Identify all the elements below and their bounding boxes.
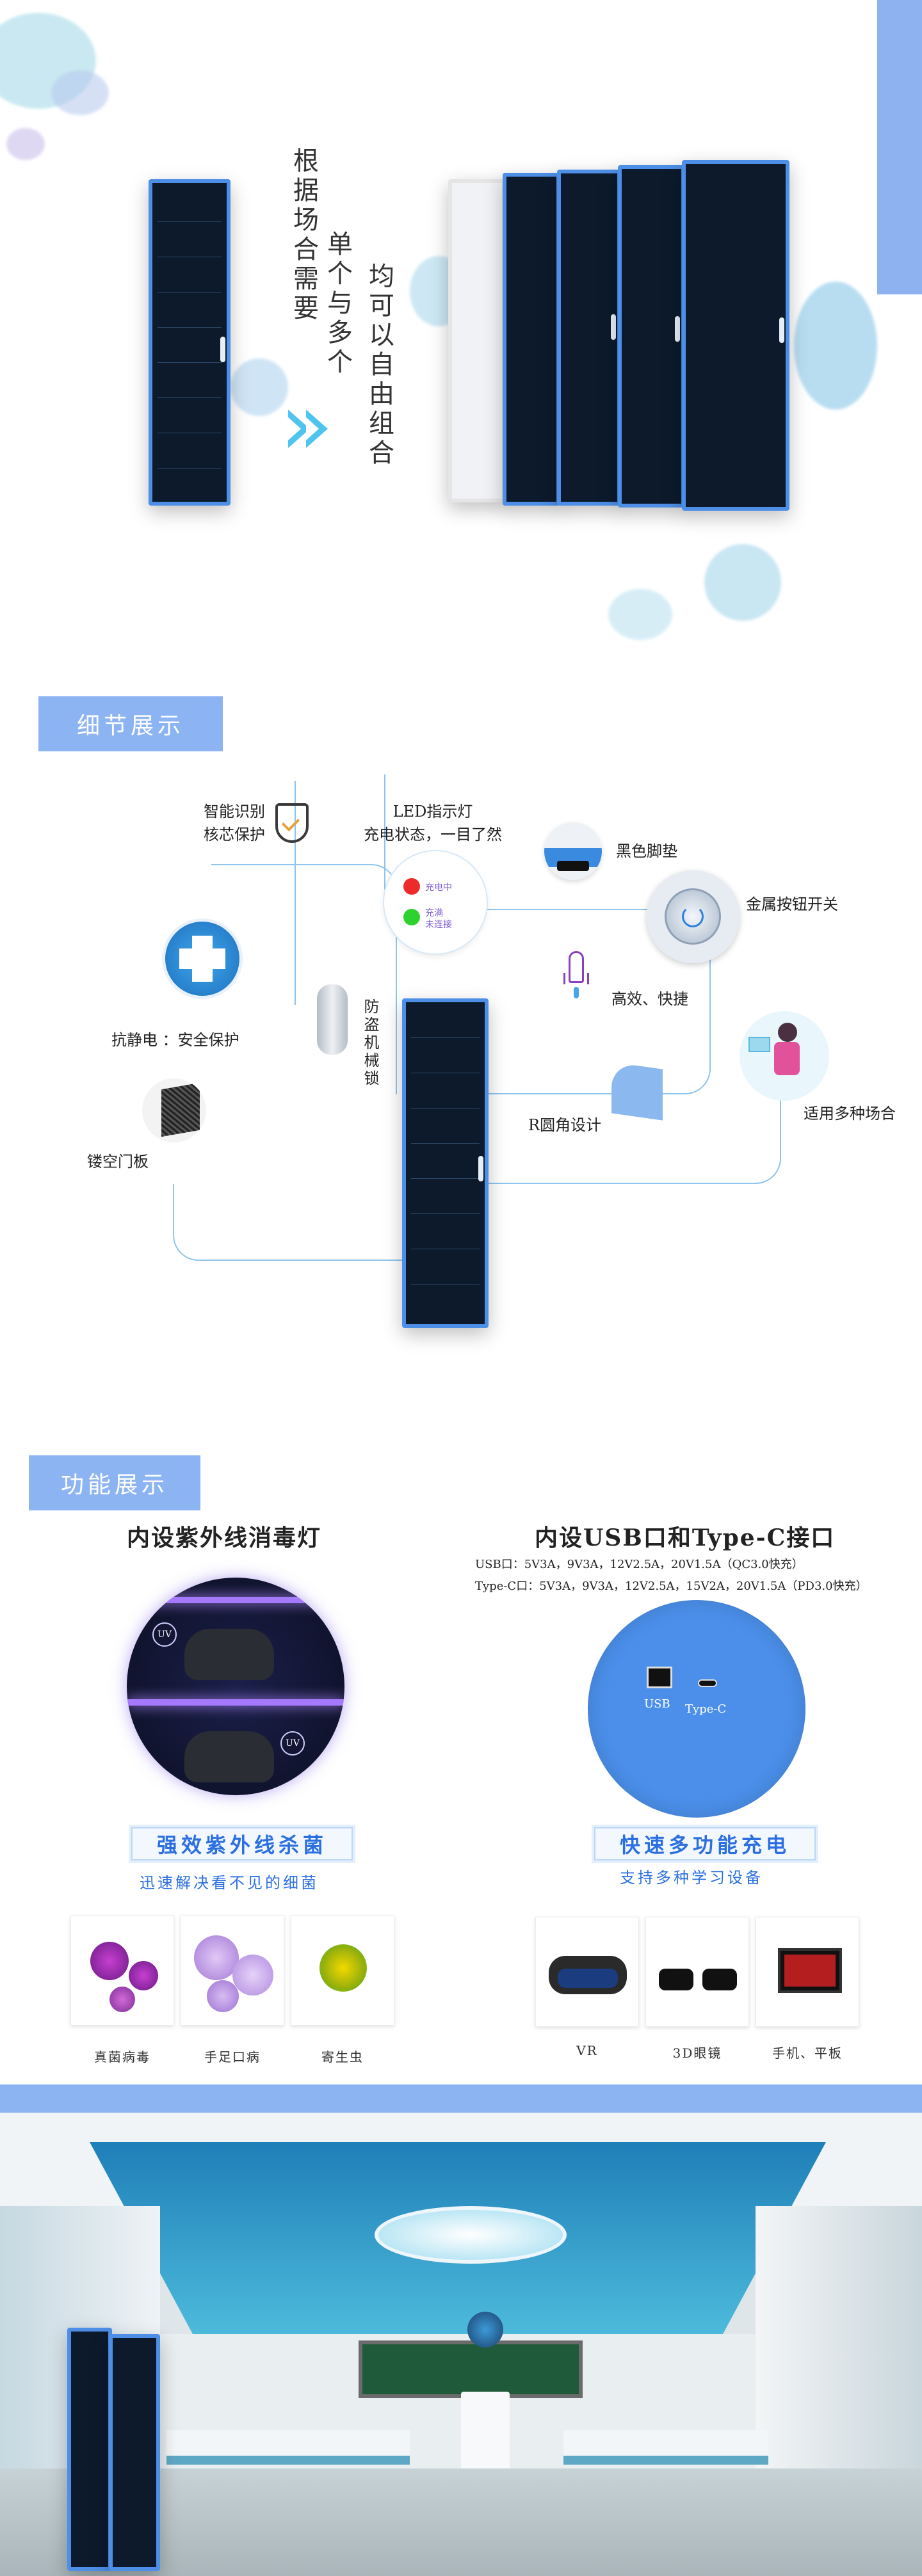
typec-spec: Type-C口：5V3A，9V3A，12V2.5A，15V2A，20V1.5A（… <box>475 1580 868 1593</box>
ceiling-light <box>375 2206 567 2264</box>
device-caption: 3D眼镜 <box>672 2045 722 2061</box>
detail-section: 智能识别 核芯保护 LED指示灯 充电状态，一目了然 充电中 充满 未连接 黑色… <box>0 678 922 1370</box>
device-caption: VR <box>576 2043 598 2058</box>
hero-text-3: 均可以自由组合 <box>364 262 394 468</box>
device-tile-tablet <box>756 1917 859 2027</box>
arrow-icon <box>288 410 328 451</box>
uv-icon: UV <box>280 1731 305 1756</box>
rounded-corner-image <box>611 1062 663 1121</box>
cabinet-unit <box>682 160 789 511</box>
classroom-scene <box>0 2084 922 2576</box>
led-charging-text: 充电中 <box>425 883 452 893</box>
cabinet-unit <box>503 173 560 506</box>
blackboard <box>359 2340 583 2398</box>
label-efficient: 高效、快捷 <box>611 990 688 1008</box>
label-door: 镂空门板 <box>87 1153 149 1171</box>
usb-spec: USB口：5V3A，9V3A，12V2.5A，20V1.5A（QC3.0快充） <box>475 1558 804 1571</box>
uv-lamp-image: UV UV <box>127 1578 344 1795</box>
door-panel-image <box>142 1078 206 1142</box>
foot-pad-image <box>544 822 602 880</box>
center-cabinet <box>402 998 489 1328</box>
label-scenes: 适用多种场合 <box>804 1105 896 1123</box>
label-led: LED指示灯 充电状态，一目了然 <box>364 803 502 844</box>
hero-text-2: 单个与多个 <box>323 230 352 378</box>
metal-switch-image <box>647 870 740 963</box>
led-full-text: 充满 未连接 <box>425 908 452 931</box>
splash-decoration <box>230 358 288 416</box>
germ-caption: 寄生虫 <box>321 2049 364 2065</box>
label-switch: 金属按钮开关 <box>746 895 838 913</box>
globe-image <box>467 2312 503 2348</box>
uv-subtitle: 迅速解决看不见的细菌 <box>140 1874 319 1892</box>
led-indicator-panel: 充电中 充满 未连接 <box>384 851 487 954</box>
splash-decoration <box>794 282 877 410</box>
charge-badge: 快速多功能充电 <box>594 1827 816 1860</box>
uv-badge: 强效紫外线杀菌 <box>131 1827 353 1860</box>
uv-icon: UV <box>152 1622 177 1647</box>
functions-section: 内设紫外线消毒灯 内设USB口和Type-C接口 USB口：5V3A，9V3A，… <box>0 1440 922 2080</box>
usb-port-image: USB Type-C <box>588 1600 805 1818</box>
splash-decoration <box>51 70 109 115</box>
cabinet-unit <box>618 165 685 508</box>
classroom-cabinet <box>109 2334 160 2571</box>
device-tile-vr <box>535 1917 639 2027</box>
usb-text: USB <box>644 1697 670 1711</box>
uv-title: 内设紫外线消毒灯 <box>127 1524 322 1551</box>
lock-image <box>317 984 348 1055</box>
antistatic-image <box>165 922 239 996</box>
splash-decoration <box>608 589 672 640</box>
splash-decoration <box>704 544 781 621</box>
label-antistatic: 抗静电 ：安全保护 <box>111 1031 239 1049</box>
germ-caption: 手足口病 <box>204 2049 261 2065</box>
single-cabinet <box>149 179 230 506</box>
label-feet: 黑色脚垫 <box>616 842 677 860</box>
label-chip-protect: 智能识别 核芯保护 <box>204 803 265 844</box>
scenes-image <box>740 1011 829 1101</box>
corner-decoration <box>877 0 922 294</box>
charge-subtitle: 支持多种学习设备 <box>620 1869 763 1887</box>
typec-text: Type-C <box>685 1702 727 1716</box>
splash-decoration <box>6 128 45 160</box>
typec-port-icon <box>698 1679 717 1687</box>
cabinet-unit <box>557 170 621 506</box>
green-led-icon <box>403 909 420 925</box>
device-tile-3d <box>645 1917 749 2027</box>
hero-section: 根据场合需要 单个与多个 均可以自由组合 <box>0 0 922 672</box>
device-caption: 手机、平板 <box>772 2045 843 2061</box>
germ-tile-hfmd <box>181 1916 284 2026</box>
desk-row <box>166 2430 410 2456</box>
desk-row <box>563 2430 768 2456</box>
detail-tab: 细节展示 <box>38 696 223 751</box>
germ-caption: 真菌病毒 <box>94 2049 150 2065</box>
label-lock: 防盗机械锁 <box>361 998 379 1088</box>
usb-title: 内设USB口和Type-C接口 <box>535 1524 836 1551</box>
red-led-icon <box>403 878 420 895</box>
germ-tile-virus <box>70 1916 174 2026</box>
usb-port-icon <box>647 1667 672 1688</box>
hero-text-1: 根据场合需要 <box>289 147 318 324</box>
shield-icon <box>275 803 309 843</box>
open-door <box>448 179 506 502</box>
germ-tile-parasite <box>291 1916 394 2026</box>
functions-tab: 功能展示 <box>29 1455 200 1510</box>
rocket-icon <box>563 951 589 1000</box>
label-corner: R圆角设计 <box>528 1116 602 1134</box>
classroom-cabinet <box>67 2328 112 2571</box>
